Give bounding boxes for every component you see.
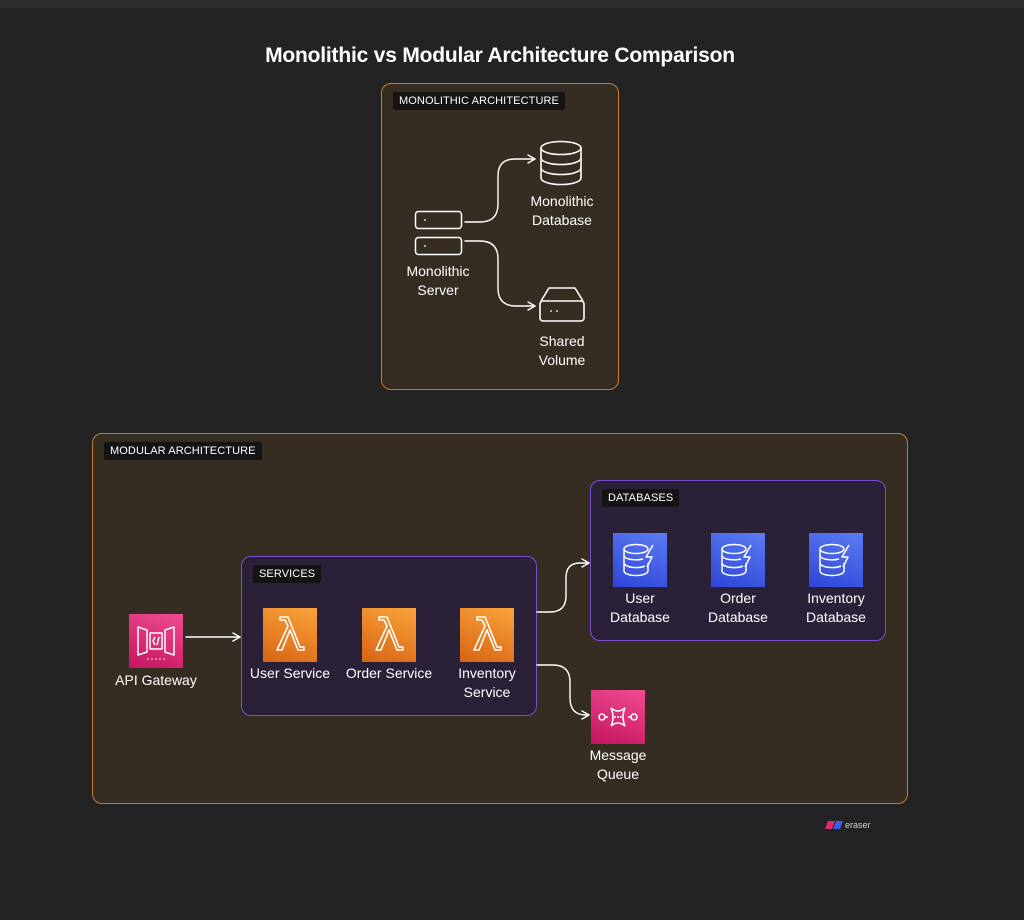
lambda-icon bbox=[375, 616, 404, 651]
monolithic-database-node[interactable] bbox=[537, 139, 585, 189]
inventory-database-label: Inventory Database bbox=[806, 590, 866, 625]
monolithic-architecture-group[interactable] bbox=[381, 83, 619, 390]
edge-server-to-volume bbox=[464, 240, 536, 311]
shared-volume-node[interactable] bbox=[537, 284, 587, 326]
dynamodb-icon bbox=[819, 543, 850, 577]
edge-services-to-queue bbox=[536, 664, 590, 720]
eraser-brand-text: eraser bbox=[845, 820, 871, 830]
monolithic-server-node[interactable] bbox=[412, 208, 466, 260]
user-database-node[interactable] bbox=[613, 533, 667, 587]
user-service-node[interactable] bbox=[263, 608, 317, 662]
eraser-logo-icon bbox=[825, 821, 843, 829]
monolithic-architecture-label: MONOLITHIC ARCHITECTURE bbox=[393, 92, 565, 110]
dynamodb-icon bbox=[721, 543, 752, 577]
edge-server-to-database bbox=[464, 154, 536, 223]
order-database-node[interactable] bbox=[711, 533, 765, 587]
top-bar bbox=[0, 0, 1024, 8]
message-queue-icon bbox=[598, 707, 638, 727]
modular-architecture-label: MODULAR ARCHITECTURE bbox=[104, 442, 262, 460]
shared-volume-label: Shared Volume bbox=[538, 333, 586, 368]
services-label: SERVICES bbox=[253, 565, 322, 583]
databases-label: DATABASES bbox=[602, 489, 680, 507]
order-service-node[interactable] bbox=[362, 608, 416, 662]
diagram-title: Monolithic vs Modular Architecture Compa… bbox=[265, 44, 735, 67]
inventory-service-label: Inventory Service bbox=[458, 665, 516, 700]
edge-services-to-databases bbox=[536, 558, 590, 613]
message-queue-node[interactable] bbox=[591, 690, 645, 744]
inventory-service-node[interactable] bbox=[460, 608, 514, 662]
storage-volume-icon bbox=[539, 287, 585, 322]
user-database-label: User Database bbox=[610, 590, 670, 625]
api-gateway-node[interactable] bbox=[129, 614, 183, 668]
message-queue-label: Message Queue bbox=[589, 747, 647, 782]
monolithic-database-label: Monolithic Database bbox=[530, 193, 594, 228]
server-icon bbox=[414, 210, 463, 256]
inventory-database-node[interactable] bbox=[809, 533, 863, 587]
lambda-icon bbox=[276, 616, 305, 651]
lambda-icon bbox=[473, 616, 502, 651]
order-service-label: Order Service bbox=[345, 665, 433, 681]
api-gateway-label: API Gateway bbox=[115, 672, 197, 688]
api-gateway-icon bbox=[137, 626, 175, 660]
order-database-label: Order Database bbox=[708, 590, 768, 625]
user-service-label: User Service bbox=[249, 665, 331, 681]
monolithic-server-label: Monolithic Server bbox=[406, 263, 470, 298]
database-icon bbox=[540, 140, 582, 186]
dynamodb-icon bbox=[623, 543, 654, 577]
eraser-brand: eraser bbox=[825, 820, 871, 830]
